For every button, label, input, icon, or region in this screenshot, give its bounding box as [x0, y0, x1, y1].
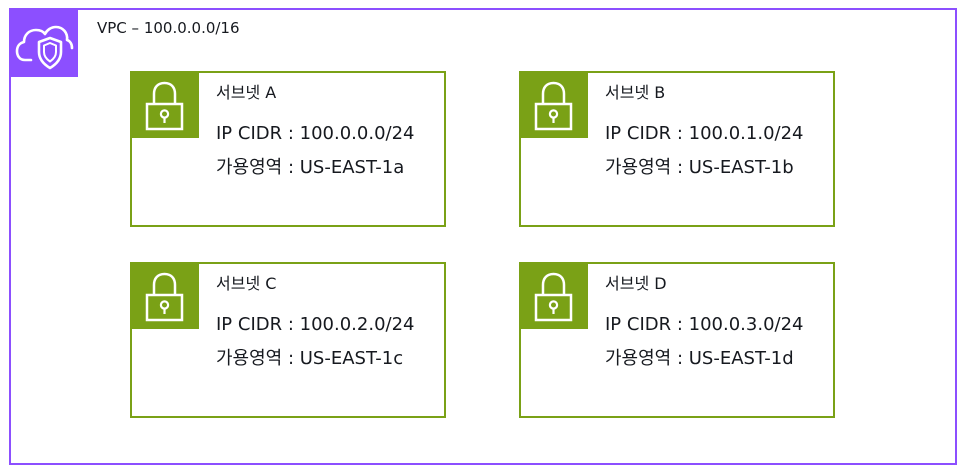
vpc-label: VPC – 100.0.0.0/16 — [97, 19, 240, 37]
subnet-cidr: IP CIDR : 100.0.3.0/24 — [605, 314, 804, 335]
subnet-availability-zone: 가용영역 : US-EAST-1c — [216, 348, 404, 369]
subnet-cidr: IP CIDR : 100.0.2.0/24 — [216, 314, 415, 335]
vpc-badge — [9, 8, 78, 77]
subnet-availability-zone: 가용영역 : US-EAST-1d — [605, 348, 794, 369]
subnet-badge — [130, 262, 199, 329]
subnet-badge — [130, 71, 199, 138]
subnet-badge — [519, 262, 588, 329]
subnet-c: 서브넷 C IP CIDR : 100.0.2.0/24 가용영역 : US-E… — [130, 262, 446, 418]
vpc-container — [9, 8, 957, 465]
subnet-d: 서브넷 D IP CIDR : 100.0.3.0/24 가용영역 : US-E… — [519, 262, 835, 418]
subnet-badge — [519, 71, 588, 138]
subnet-name: 서브넷 A — [216, 83, 277, 102]
subnet-name: 서브넷 C — [216, 274, 277, 293]
subnet-availability-zone: 가용영역 : US-EAST-1a — [216, 157, 405, 178]
lock-icon — [145, 272, 184, 322]
subnet-name: 서브넷 D — [605, 274, 667, 293]
subnet-availability-zone: 가용영역 : US-EAST-1b — [605, 157, 794, 178]
subnet-a: 서브넷 A IP CIDR : 100.0.0.0/24 가용영역 : US-E… — [130, 71, 446, 227]
subnet-cidr: IP CIDR : 100.0.1.0/24 — [605, 123, 804, 144]
subnet-name: 서브넷 B — [605, 83, 666, 102]
lock-icon — [534, 272, 573, 322]
subnet-b: 서브넷 B IP CIDR : 100.0.1.0/24 가용영역 : US-E… — [519, 71, 835, 227]
subnet-cidr: IP CIDR : 100.0.0.0/24 — [216, 123, 415, 144]
lock-icon — [534, 81, 573, 131]
vpc-cloud-shield-icon — [15, 25, 74, 70]
lock-icon — [145, 81, 184, 131]
